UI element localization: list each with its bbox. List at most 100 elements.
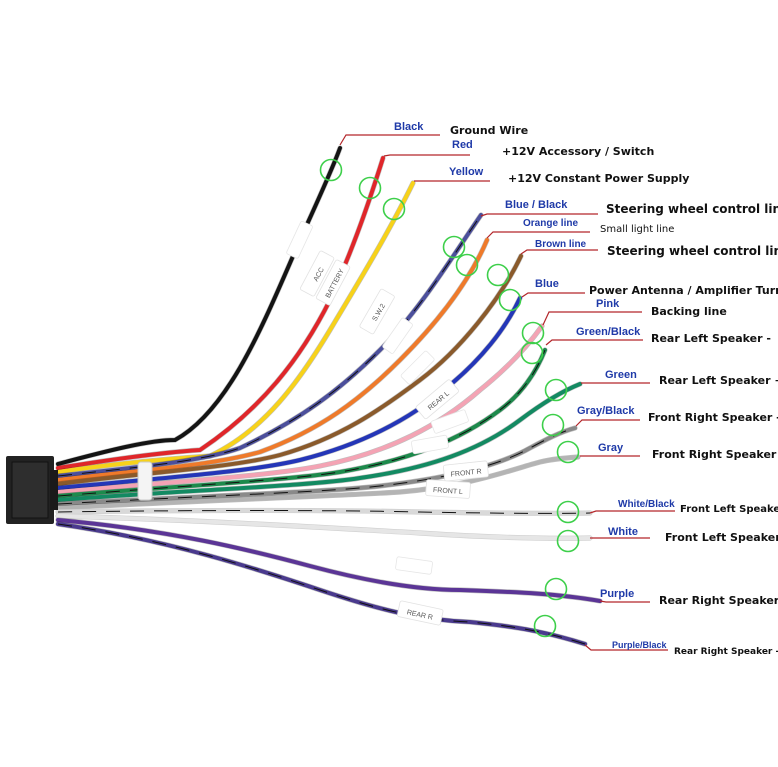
marker-circle-black <box>319 158 343 182</box>
wire-sleeve <box>400 350 435 385</box>
color-label-green: Green <box>605 369 637 381</box>
wire-sleeve <box>382 317 413 354</box>
wire-gray-black-stripe <box>57 427 576 505</box>
wire-purple <box>56 518 602 603</box>
marker-circle-pink <box>521 321 545 345</box>
wire-pink <box>56 324 544 494</box>
pointer-line-orange <box>486 231 590 239</box>
color-label-blue: Blue <box>535 278 559 290</box>
wire-black <box>56 146 342 466</box>
harness-connector <box>6 456 58 524</box>
wire-green <box>56 382 582 502</box>
color-label-pink: Pink <box>596 298 620 310</box>
function-label-orange: Small light line <box>600 224 674 235</box>
marker-circle-green <box>544 378 568 402</box>
color-label-white-black: White/Black <box>618 499 675 510</box>
marker-circle-white-black <box>556 500 580 524</box>
wire-sleeve <box>410 434 449 455</box>
function-label-gray-black: Front Right Speaker - <box>648 411 778 424</box>
color-label-purple-black: Purple/Black <box>612 640 668 650</box>
pointer-line-gray-black <box>575 419 640 427</box>
function-label-red: +12V Accessory / Switch <box>502 145 654 158</box>
cable-tie <box>137 461 153 501</box>
pointer-layer <box>339 134 675 651</box>
color-label-blue-black: Blue / Black <box>505 199 568 211</box>
color-label-yellow: Yellow <box>449 166 484 178</box>
wire-purple-outline <box>55 517 603 604</box>
color-label-purple: Purple <box>600 588 634 600</box>
marker-circle-yellow <box>382 197 406 221</box>
marker-layer <box>319 158 580 638</box>
color-label-white: White <box>608 526 638 538</box>
function-label-white-black: Front Left Speaker - <box>680 504 778 515</box>
pointer-line-green-black <box>545 339 643 346</box>
wire-white-black <box>56 508 592 516</box>
color-label-brown: Brown line <box>535 239 587 250</box>
function-label-white: Front Left Speaker + <box>665 531 778 544</box>
color-label-red: Red <box>452 139 473 151</box>
wire-tag: BATTERY <box>316 259 351 306</box>
wire-tag-sleeve <box>359 288 395 335</box>
pointer-line-blue <box>521 292 585 298</box>
marker-circle-gray-black <box>541 413 565 437</box>
wire-yellow <box>56 181 415 474</box>
pointer-line-blue-black <box>480 213 598 217</box>
pointer-line-purple-black <box>584 644 668 651</box>
pointer-line-pink <box>542 311 642 326</box>
wire-tag-sleeve <box>425 479 471 499</box>
wire-red <box>56 156 385 470</box>
wire-sleeve-body <box>395 556 433 575</box>
function-label-pink: Backing line <box>651 305 727 318</box>
wire-tag: REAR R <box>396 600 444 626</box>
wire-sleeve-body <box>400 350 435 385</box>
wire-sleeve-body <box>382 317 413 354</box>
marker-circle-blue-black <box>442 235 466 259</box>
wire-tag-sleeve <box>316 259 351 306</box>
marker-circle-green-black <box>520 341 544 365</box>
pointer-line-black <box>339 134 440 146</box>
wire-tag-sleeve <box>300 250 335 297</box>
wire-tag: S.W.2 <box>359 288 395 335</box>
function-label-green: Rear Left Speaker + <box>659 374 778 387</box>
pointer-line-brown <box>520 249 598 255</box>
marker-circle-blue <box>498 288 522 312</box>
function-label-brown: Steering wheel control line <box>607 244 778 258</box>
wire-tag-text: FRONT L <box>433 487 463 496</box>
pointer-line-red <box>383 154 470 157</box>
wire-orange <box>56 238 489 482</box>
wire-layer <box>55 145 603 647</box>
wire-green-black <box>56 348 547 498</box>
wire-sleeve-body <box>286 220 313 259</box>
marker-circle-brown <box>486 263 510 287</box>
function-label-purple-black: Rear Right Speaker - <box>674 647 778 657</box>
wire-tag-text: FRONT R <box>450 468 482 478</box>
wire-purple-black-stripe <box>57 523 586 645</box>
color-label-orange: Orange line <box>523 218 578 229</box>
function-label-blue-black: Steering wheel control line <box>606 202 778 216</box>
marker-circle-purple-black <box>533 614 557 638</box>
color-label-gray-black: Gray/Black <box>577 405 635 417</box>
color-label-green-black: Green/Black <box>576 326 641 338</box>
wire-sleeve-body <box>410 434 449 455</box>
wire-tag: FRONT R <box>442 460 489 482</box>
marker-circle-white <box>556 529 580 553</box>
wire-blue-black-stripe <box>57 214 482 477</box>
function-label-purple: Rear Right Speaker + <box>659 594 778 607</box>
wire-tag-sleeve <box>396 600 444 626</box>
wire-tag-sleeve <box>415 379 459 420</box>
wire-sleeve <box>395 556 433 575</box>
color-label-black: Black <box>394 121 424 133</box>
function-label-blue: Power Antenna / Amplifier Turn on <box>589 284 778 297</box>
wire-brown <box>56 254 523 486</box>
wire-tag: FRONT L <box>425 479 471 499</box>
wire-blue <box>56 296 522 490</box>
function-label-black: Ground Wire <box>450 124 528 137</box>
wire-sleeve <box>286 220 313 259</box>
wire-red-outline <box>55 155 386 471</box>
pointer-line-white-black <box>589 510 675 514</box>
wire-gray <box>56 455 580 510</box>
wire-tag: ACC <box>300 250 335 297</box>
